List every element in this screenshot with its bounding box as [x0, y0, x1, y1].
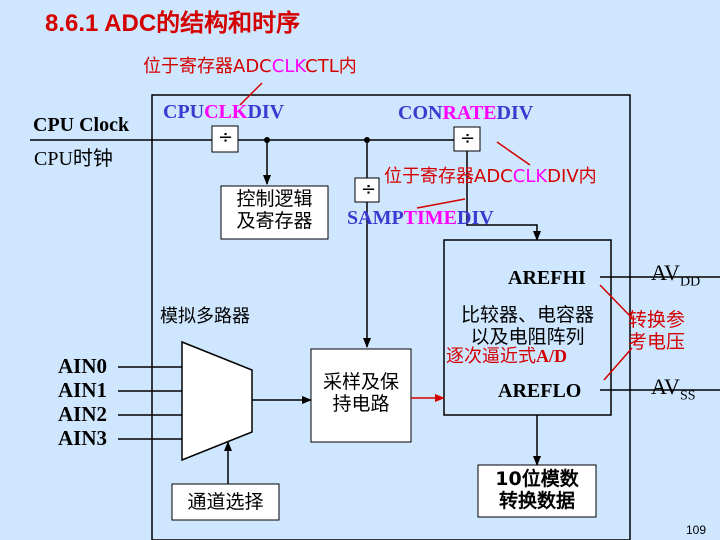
ain2-label: AIN2 [58, 402, 108, 426]
div-leader-line-top [496, 141, 531, 166]
sar-label: 逐次逼近式A/D [446, 347, 567, 366]
sample-hold-label: 采样及保 持电路 [311, 371, 411, 416]
conratediv-box [453, 126, 481, 152]
ref-voltage-note: 转换参 考电压 [628, 309, 714, 354]
sample-hold-box [310, 348, 412, 443]
line-conrate-to-converter [466, 151, 541, 241]
ctl-register-note: 位于寄存器ADCCLKCTL内 [143, 58, 357, 76]
note-line: 考电压 [628, 330, 686, 353]
page-number: 109 [686, 523, 707, 537]
avdd-label: AVDD [651, 262, 700, 289]
adc-enclosure [151, 94, 631, 540]
mux-label: 模拟多路器 [160, 306, 250, 327]
cpu-clock-label: CPU Clock [33, 114, 130, 136]
samptimediv-label: SAMPTIMEDIV [347, 208, 494, 228]
div-leader-line-bottom [416, 198, 466, 209]
label-part: A/D [536, 346, 567, 366]
note-text: CTL内 [305, 56, 357, 77]
label-line: 比较器、电容器 [460, 304, 594, 326]
label-part: CON [398, 102, 443, 124]
label-highlight: RATE [442, 102, 497, 124]
label-part: DIV [457, 207, 494, 229]
cpuclkdiv-box [211, 125, 239, 153]
control-logic-box [220, 185, 329, 240]
samptimediv-box [354, 177, 380, 203]
ref-leader-line-bottom [603, 347, 633, 381]
divide-icon: ÷ [361, 179, 377, 200]
label-part: AV [651, 260, 680, 285]
converter-box [443, 239, 612, 416]
label-line: 及寄存器 [236, 209, 313, 232]
label-line: 10位模数 [495, 468, 579, 490]
arefhi-label: AREFHI [508, 267, 586, 289]
label-line: 转换数据 [498, 489, 575, 512]
conratediv-label: CONRATEDIV [398, 103, 533, 123]
label-line: 持电路 [332, 392, 390, 415]
note-line: 转换参 [628, 309, 686, 331]
label-part: AV [651, 374, 680, 399]
ain3-label: AIN3 [58, 426, 108, 450]
label-line: 采样及保 [322, 371, 399, 393]
ctl-leader-line [239, 82, 263, 106]
label-part: DIV [496, 102, 534, 124]
cpu-clock-cn-label: CPU时钟 [34, 148, 113, 170]
label-part: DIV [247, 101, 285, 123]
output-data-label: 10位模数 转换数据 [478, 468, 596, 513]
note-highlight: CLK [271, 56, 306, 77]
note-text: DIV内 [547, 166, 597, 187]
cpuclkdiv-label: CPUCLKDIV [163, 102, 284, 122]
mux-shape [181, 340, 253, 462]
label-part: CPU [163, 101, 205, 123]
label-line: 控制逻辑 [236, 188, 313, 210]
output-data-box [477, 464, 597, 518]
slide-title: 8.6.1 ADC的结构和时序 [45, 10, 301, 37]
note-text: 位于寄存器ADC [143, 56, 272, 77]
control-logic-label: 控制逻辑 及寄存器 [221, 188, 328, 233]
label-line: 以及电阻阵列 [470, 325, 585, 348]
ain0-label: AIN0 [58, 354, 108, 378]
areflo-label: AREFLO [498, 380, 582, 402]
label-part: SAMP [347, 207, 404, 229]
label-subscript: SS [679, 388, 696, 404]
comparator-label: 比较器、电容器 以及电阻阵列 [444, 304, 611, 349]
ref-leader-line-top [599, 284, 633, 319]
label-subscript: DD [679, 274, 701, 290]
ain1-label: AIN1 [58, 378, 108, 402]
divide-icon: ÷ [460, 128, 476, 149]
label-highlight: CLK [204, 101, 248, 123]
note-highlight: CLK [512, 166, 548, 187]
note-text: 位于寄存器ADC [384, 166, 513, 187]
channel-select-box [171, 483, 280, 521]
divide-icon: ÷ [218, 127, 234, 148]
avss-label: AVSS [651, 376, 696, 403]
label-highlight: TIME [403, 207, 458, 229]
channel-select-label: 通道选择 [187, 491, 264, 513]
div-register-note: 位于寄存器ADCCLKDIV内 [384, 168, 597, 186]
label-part: 逐次逼近式 [446, 346, 536, 367]
